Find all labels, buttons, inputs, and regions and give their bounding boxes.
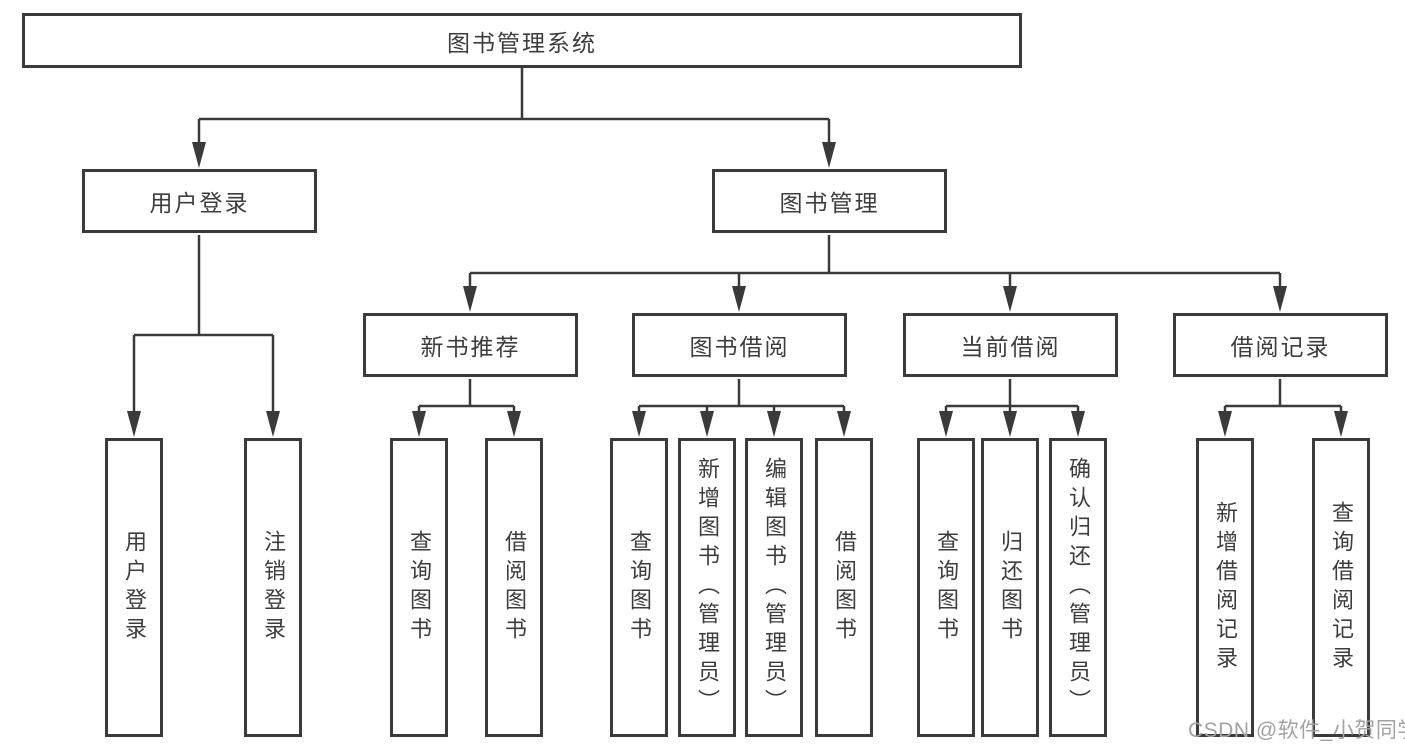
connector-book-borrow-children: [632, 379, 851, 437]
connector-book-mgmt-to-level3: [463, 235, 1287, 312]
node-root-library-system: 图书管理系统: [22, 13, 1022, 68]
csdn-watermark: CSDN @软件_小贺同学: [1188, 719, 1405, 742]
leaf-current-query-book: 查询图书: [917, 438, 975, 737]
leaf-borrow-query-book: 查询图书: [610, 438, 668, 737]
leaf-add-borrow-record: 新增借阅记录: [1196, 438, 1254, 737]
node-borrow-records: 借阅记录: [1173, 313, 1388, 377]
leaf-newbook-borrow-book: 借阅图书: [485, 438, 543, 737]
connector-user-login-children: [127, 235, 280, 437]
node-user-login: 用户登录: [82, 169, 317, 233]
node-current-borrow: 当前借阅: [903, 313, 1118, 377]
connector-new-book-children: [412, 379, 521, 437]
leaf-logout: 注销登录: [244, 438, 302, 737]
node-book-mgmt: 图书管理: [712, 169, 947, 233]
leaf-return-book: 归还图书: [981, 438, 1039, 737]
leaf-query-borrow-record: 查询借阅记录: [1312, 438, 1370, 737]
connector-borrow-records-children: [1218, 379, 1348, 437]
leaf-confirm-return-admin: 确认归还（管理员）: [1049, 438, 1107, 737]
connector-current-borrow-children: [939, 379, 1085, 437]
leaf-newbook-query-book: 查询图书: [390, 438, 448, 737]
node-book-borrow: 图书借阅: [632, 313, 847, 377]
connector-root-to-level2: [192, 68, 836, 168]
node-new-book-recommend: 新书推荐: [363, 313, 578, 377]
leaf-add-book-admin: 新增图书（管理员）: [678, 438, 736, 737]
leaf-borrow-book: 借阅图书: [815, 438, 873, 737]
leaf-edit-book-admin: 编辑图书（管理员）: [745, 438, 803, 737]
leaf-user-login: 用户登录: [105, 438, 163, 737]
